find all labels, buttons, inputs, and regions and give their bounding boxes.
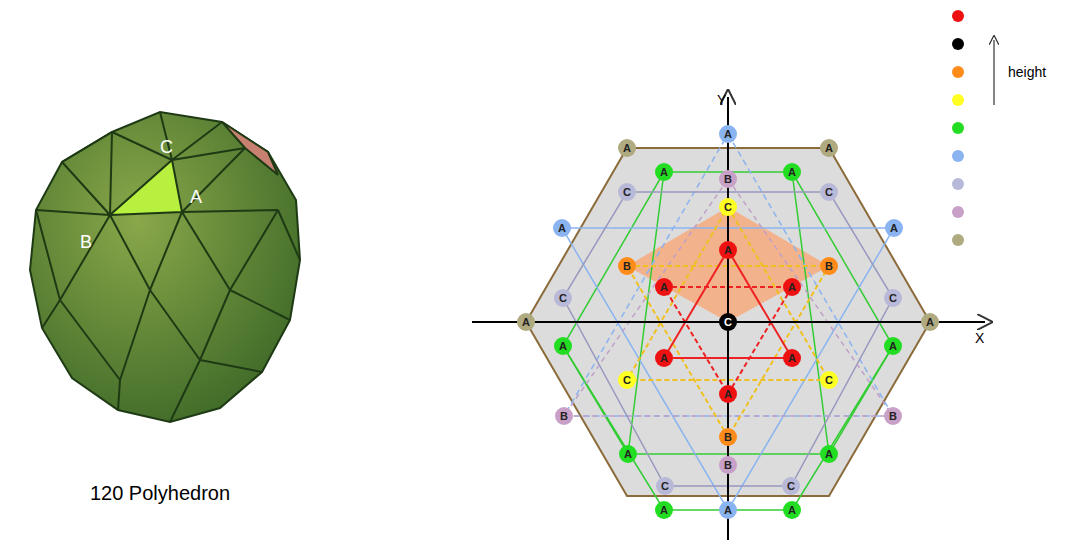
point-dot: A [618, 139, 636, 157]
point-dot: B [719, 170, 737, 188]
point-dot: C [656, 477, 674, 495]
point-letter: A [724, 388, 732, 400]
point-letter: A [724, 128, 732, 140]
point-letter: C [559, 292, 567, 304]
point-letter: A [889, 340, 897, 352]
point-letter: A [558, 222, 566, 234]
point-letter: C [825, 186, 833, 198]
point-dot: A [884, 337, 902, 355]
point-dot: A [655, 349, 673, 367]
legend-dots [952, 10, 964, 246]
point-letter: A [660, 281, 668, 293]
point-dot: C [782, 477, 800, 495]
point-letter: A [559, 340, 567, 352]
point-letter: B [560, 410, 568, 422]
point-dot: C [820, 183, 838, 201]
axes [472, 97, 985, 540]
point-dot: C [618, 183, 636, 201]
point-dot: B [618, 257, 636, 275]
point-letter: A [788, 352, 796, 364]
point-dot: A [820, 139, 838, 157]
point-letter: A [890, 222, 898, 234]
point-letter: A [660, 504, 668, 516]
point-dot: A [783, 278, 801, 296]
point-dot: A [655, 278, 673, 296]
text-label: B [80, 232, 92, 253]
point-dot: C [618, 371, 636, 389]
point-dot: A [655, 501, 673, 519]
point-dot: A [820, 445, 838, 463]
point-letter: A [788, 166, 796, 178]
point-letter: A [788, 504, 796, 516]
point-dot: A [783, 163, 801, 181]
point-dot: B [719, 456, 737, 474]
point-dot: C [820, 371, 838, 389]
point-dot: C [554, 289, 572, 307]
point-dot: C [884, 289, 902, 307]
point-dot: A [885, 219, 903, 237]
point-letter: B [724, 459, 732, 471]
text-label: X [975, 330, 984, 346]
point-letter: A [624, 448, 632, 460]
point-dot: B [555, 407, 573, 425]
point-dot: B [719, 428, 737, 446]
text-label: A [190, 187, 202, 208]
point-letter: A [825, 448, 833, 460]
point-dot: A [719, 501, 737, 519]
point-dot: A [719, 241, 737, 259]
point-letter: A [522, 316, 530, 328]
caption: 120 Polyhedron [90, 482, 230, 505]
point-letter: C [724, 316, 732, 328]
text-label: C [160, 137, 173, 158]
point-letter: A [724, 244, 732, 256]
point-dot: A [719, 385, 737, 403]
polyhedron [30, 112, 300, 422]
point-letter: A [724, 504, 732, 516]
point-dot: C [719, 198, 737, 216]
point-dot: B [884, 407, 902, 425]
point-dot: A [517, 313, 535, 331]
point-letter: C [661, 480, 669, 492]
point-letter: C [787, 480, 795, 492]
point-letter: B [724, 431, 732, 443]
point-letter: A [926, 316, 934, 328]
point-letter: A [660, 352, 668, 364]
text-label: height [1008, 64, 1046, 80]
point-letter: C [889, 292, 897, 304]
point-dot: A [619, 445, 637, 463]
point-letter: C [724, 201, 732, 213]
point-dot: A [553, 219, 571, 237]
point-letter: B [623, 260, 631, 272]
point-dot: A [554, 337, 572, 355]
point-letter: C [623, 186, 631, 198]
point-letter: B [889, 410, 897, 422]
point-dot: C [719, 313, 737, 331]
point-dot: A [921, 313, 939, 331]
point-dot: A [655, 163, 673, 181]
point-letter: A [623, 142, 631, 154]
point-letter: B [825, 260, 833, 272]
point-dot: A [719, 125, 737, 143]
point-letter: C [825, 374, 833, 386]
text-label: Y [717, 92, 726, 108]
point-letter: C [623, 374, 631, 386]
point-letter: A [825, 142, 833, 154]
point-dot: B [820, 257, 838, 275]
point-letter: B [724, 173, 732, 185]
point-letter: A [788, 281, 796, 293]
point-dot: A [783, 349, 801, 367]
height-arrow [993, 40, 994, 105]
point-letter: A [660, 166, 668, 178]
point-dot: A [783, 501, 801, 519]
